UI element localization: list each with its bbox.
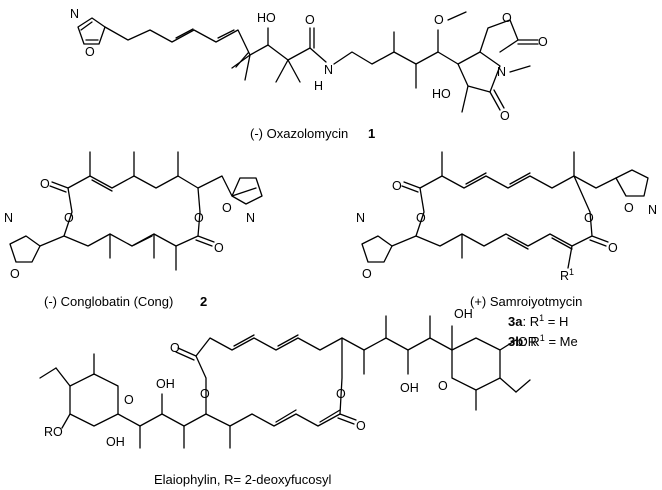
samroiyotmycin-ester-o-1: O: [416, 211, 426, 225]
elaiophylin-ester-o-2: O: [336, 387, 346, 401]
amide-h-label: H: [314, 79, 323, 93]
variant-3a-line: 3a: R1 = H: [508, 313, 568, 329]
oxazolomycin-caption: (-) Oxazolomycin: [250, 126, 348, 141]
lactone-carbonyl-o-label: O: [538, 35, 548, 49]
lactam-o-label: O: [500, 109, 510, 123]
lactam-n-label: N: [497, 65, 506, 79]
elaiophylin-oh-left: OH: [156, 377, 175, 391]
samroiyotmycin-carbonyl-o-1: O: [392, 179, 402, 193]
r1-substituent-label: R1: [560, 267, 574, 283]
samroiyotmycin-oxazole-n-left: N: [356, 211, 365, 225]
conglobatin-oxazole-o-right: O: [222, 201, 232, 215]
elaiophylin-carbonyl-o-2: O: [356, 419, 366, 433]
oxazolomycin-number: 1: [368, 126, 375, 141]
variant-3b-line: 3b: R1 = Me: [508, 333, 578, 349]
elaiophylin-oh-right: OH: [400, 381, 419, 395]
conglobatin-number: 2: [200, 294, 207, 309]
samroiyotmycin-carbonyl-o-2: O: [608, 241, 618, 255]
samroiyotmycin-oxazole-n-right: N: [648, 203, 657, 217]
elaiophylin-caption: Elaiophylin, R= 2-deoxyfucosyl: [154, 472, 332, 487]
amide-n-label: N: [324, 63, 333, 77]
conglobatin-oxazole-n-right: N: [246, 211, 255, 225]
oxazole-o-label: O: [85, 45, 95, 59]
samroiyotmycin-oxazole-o-right: O: [624, 201, 634, 215]
conglobatin-ester-o-2: O: [194, 211, 204, 225]
amide-o-label: O: [305, 13, 315, 27]
elaiophylin-hemiketal-oh-right: OH: [454, 307, 473, 321]
elaiophylin-or-label: OR: [518, 335, 537, 349]
hydroxyl-ho-2-label: HO: [432, 87, 451, 101]
elaiophylin-ester-o-1: O: [200, 387, 210, 401]
samroiyotmycin-oxazole-o-left: O: [362, 267, 372, 281]
conglobatin-carbonyl-o-1: O: [40, 177, 50, 191]
elaiophylin-structure: O RO OH OH O O O O OH OH: [39, 307, 537, 449]
oxazolomycin-structure: N O HO O N H O O O N: [70, 7, 548, 123]
conglobatin-oxazole-n-left: N: [4, 211, 13, 225]
oxazole-n-label: N: [70, 7, 79, 21]
elaiophylin-pyran-o-right: O: [438, 379, 448, 393]
conglobatin-structure: O O O O O N N O: [4, 151, 263, 281]
conglobatin-caption: (-) Conglobatin (Cong): [44, 294, 173, 309]
conglobatin-ester-o-1: O: [64, 211, 74, 225]
lactone-ring-o-label: O: [502, 11, 512, 25]
elaiophylin-hemiketal-oh-left: OH: [106, 435, 125, 449]
hydroxyl-ho-label: HO: [257, 11, 276, 25]
elaiophylin-pyran-o-left: O: [124, 393, 134, 407]
methoxy-o-label: O: [434, 13, 444, 27]
elaiophylin-carbonyl-o-1: O: [170, 341, 180, 355]
conglobatin-oxazole-o-left: O: [10, 267, 20, 281]
samroiyotmycin-ester-o-2: O: [584, 211, 594, 225]
samroiyotmycin-structure: O O O O O N N O R1: [356, 151, 657, 283]
conglobatin-carbonyl-o-2: O: [214, 241, 224, 255]
samroiyotmycin-caption: (+) Samroiyotmycin: [470, 294, 582, 309]
elaiophylin-ro-label: RO: [44, 425, 63, 439]
